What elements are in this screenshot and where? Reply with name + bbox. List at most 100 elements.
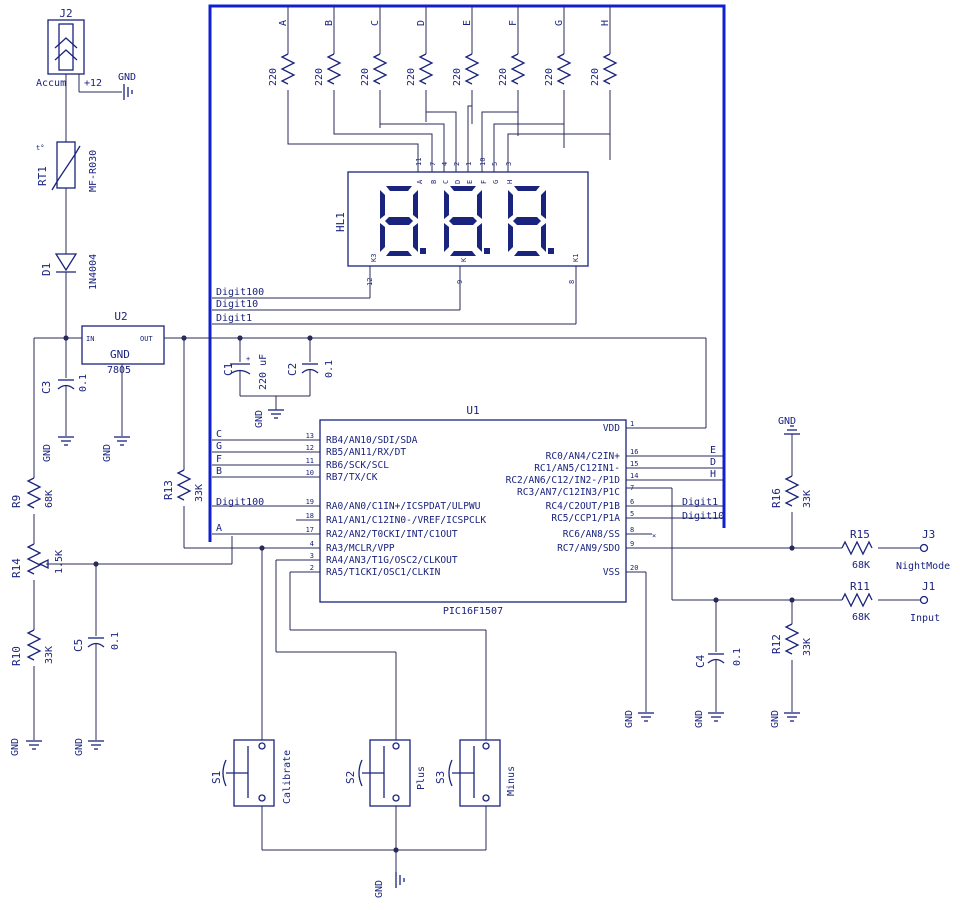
u2-pin-in: IN (86, 335, 94, 343)
u1-pin-name: RA5/T1CKI/OSC1/CLKIN (326, 567, 441, 578)
resistor-220 (373, 53, 387, 85)
segment-net-label: C (370, 20, 381, 26)
segment-net-label: E (462, 20, 473, 26)
segment-wire (493, 90, 565, 172)
digit1-label: Digit1 (216, 313, 252, 324)
u1-pin-name: RC4/C2OUT/P1B (546, 501, 621, 512)
r13-ref: R13 (162, 480, 175, 500)
u1-pin-name: VSS (603, 567, 620, 578)
s1-ref: S1 (210, 771, 223, 784)
hl1-common-pin-2: 8 (568, 280, 576, 284)
c1-value: 220 uF (258, 354, 269, 390)
r12-ref: R12 (770, 634, 783, 654)
r15-ref: R15 (850, 528, 870, 541)
segment-wire (333, 90, 433, 172)
segment-net-label: B (324, 20, 335, 26)
u1-net-label: D (710, 457, 716, 468)
u1-pin-number: 5 (630, 510, 634, 518)
u1-net-label: A (216, 523, 222, 534)
r10-resistor: R10 33K (10, 629, 55, 666)
digit10-label: Digit10 (216, 299, 258, 310)
r9-ref: R9 (10, 495, 23, 508)
c4-value: 0.1 (732, 648, 743, 666)
s2-label: Plus (416, 766, 427, 790)
resistor-220-value: 220 (360, 68, 371, 86)
u1-pin-number: 19 (306, 498, 314, 506)
s2-ref: S2 (344, 771, 357, 784)
vss-gnd-label: GND (624, 710, 635, 728)
resistor-220-value: 220 (452, 68, 463, 86)
ground-icon (113, 436, 131, 446)
j1-ref: J1 (922, 580, 935, 593)
r11-value: 68K (852, 612, 870, 623)
u1-value: PIC16F1507 (443, 606, 503, 617)
u1-pin-number: 10 (306, 469, 314, 477)
r14-ref: R14 (10, 558, 23, 578)
ground-icon (783, 712, 801, 722)
s3-switch: S3 Minus (434, 739, 517, 807)
resistor-220-value: 220 (406, 68, 417, 86)
ground-icon (57, 436, 75, 446)
seven-seg-digit (508, 186, 554, 256)
resistor-220 (281, 53, 295, 85)
hl1-pin-number: 5 (491, 162, 499, 166)
resistor-220-value: 220 (590, 68, 601, 86)
hl1-seg-label: C (442, 180, 450, 184)
u2-regulator: U2 IN OUT GND 7805 (81, 310, 165, 376)
segment-net-label: D (416, 20, 427, 26)
c2-ref: C2 (286, 363, 299, 376)
u2-value: 7805 (107, 365, 131, 376)
u2-pin-out: OUT (140, 335, 153, 343)
u1-pin-name: VDD (603, 423, 620, 434)
hl1-seg-label: B (430, 180, 438, 184)
c5-gnd-label: GND (74, 738, 85, 756)
r15-value: 68K (852, 560, 870, 571)
j3-terminal[interactable] (919, 543, 929, 553)
j2-gnd-label: GND (118, 72, 136, 83)
r13-resistor: R13 33K (162, 469, 205, 502)
r12-gnd-label: GND (770, 710, 781, 728)
segment-net-label: G (554, 20, 565, 26)
u1-pin-number: 12 (306, 444, 314, 452)
c1-capacitor: + C1 220 uF (222, 354, 269, 390)
u1-net-label: E (710, 445, 716, 456)
resistor-220 (327, 53, 341, 85)
rt1-thermistor: t° RT1 MF-R030 (36, 141, 99, 192)
hl1-seg-label: A (416, 179, 424, 184)
c4-gnd-label: GND (694, 710, 705, 728)
resistor-220 (603, 53, 617, 85)
r11-ref: R11 (850, 580, 870, 593)
r15-resistor: R15 68K (841, 528, 873, 571)
rt1-temp-mark: t° (36, 144, 44, 152)
u1-pin-name: RA0/AN0/C1IN+/ICSPDAT/ULPWU (326, 501, 481, 512)
ground-icon (783, 425, 801, 435)
segment-net-label: H (600, 20, 611, 26)
j1-label: Input (910, 613, 940, 624)
hl1-ref: HL1 (334, 212, 347, 232)
c4-ref: C4 (694, 654, 707, 668)
u1-pin-name: RB7/TX/CK (326, 472, 378, 483)
u1-net-label: H (710, 469, 716, 480)
u1-pin-number: 3 (310, 552, 314, 560)
c3-ref: C3 (40, 381, 53, 394)
segment-wire (425, 90, 457, 172)
segment-net-label: A (278, 20, 289, 26)
u1-pin-number: 17 (306, 526, 314, 534)
hl1-seg-label: G (492, 180, 500, 184)
u2-gnd-label: GND (102, 444, 113, 462)
segment-wire (379, 90, 445, 172)
u1-pin-number: 20 (630, 564, 638, 572)
rt1-ref: RT1 (36, 166, 49, 186)
j1-terminal[interactable] (919, 595, 929, 605)
ground-icon (267, 409, 285, 419)
hl1-pin-number: 1 (465, 162, 473, 166)
hl1-pin-number: 7 (429, 162, 437, 166)
digit100-label: Digit100 (216, 287, 264, 298)
u1-pin-number: 14 (630, 472, 638, 480)
segment-wire (467, 90, 473, 172)
r16-resistor: R16 33K (770, 475, 813, 508)
r16-ref: R16 (770, 488, 783, 508)
u1-pin-number: 16 (630, 448, 638, 456)
u1-pin-name: RA1/AN1/C12IN0-/VREF/ICSPCLK (326, 515, 486, 526)
